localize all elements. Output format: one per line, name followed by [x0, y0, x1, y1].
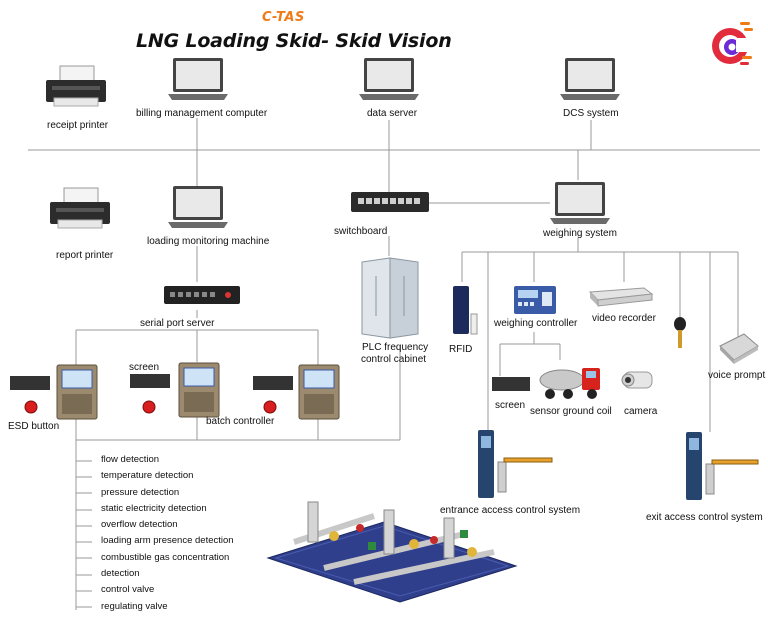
voice-prompt-label: voice prompt — [708, 370, 766, 381]
plc-cabinet-icon — [361, 257, 419, 339]
weighing-system-label: weighing system — [543, 228, 617, 239]
billing-computer-label: billing management computer — [136, 108, 268, 119]
rfid-label: RFID — [449, 344, 473, 355]
tanker-truck-icon — [539, 368, 600, 399]
receipt-printer-label: receipt printer — [47, 120, 109, 131]
esd-button-icon-1 — [24, 400, 38, 414]
switchboard-icon — [351, 192, 429, 212]
screen-top-label: screen — [129, 362, 160, 373]
esd-button-icon-2 — [142, 400, 156, 414]
screen-display-1 — [10, 376, 50, 390]
esd-button-icon-3 — [263, 400, 277, 414]
screen-display-2 — [130, 374, 170, 388]
camera-icon — [621, 371, 653, 389]
page-title: LNG Loading Skid- Skid Vision — [136, 30, 452, 52]
dcs-system-label: DCS system — [563, 108, 619, 119]
detection-item: flow detection — [101, 454, 160, 465]
video-recorder-icon — [588, 287, 654, 307]
entrance-access-label: entrance access control system — [440, 505, 581, 516]
batch-controller-icon-2 — [178, 362, 220, 418]
receipt-printer-icon — [46, 65, 106, 107]
detection-item: static electricity detection — [101, 502, 207, 514]
loading-skid-illustration — [266, 501, 518, 603]
detection-item: pressure detection — [101, 486, 180, 498]
esd-button-label: ESD button — [8, 421, 60, 432]
screen-bottom-label: screen — [495, 400, 526, 411]
batch-controller-icon-1 — [56, 364, 98, 420]
screen-display-3 — [253, 376, 293, 390]
exit-access-label: exit access control system — [646, 512, 763, 523]
screen-display-4 — [492, 377, 530, 391]
entrance-access-gate-icon — [478, 430, 553, 498]
data-server-label: data server — [367, 108, 418, 119]
detection-item: detection — [101, 568, 140, 580]
exit-access-gate-icon — [686, 432, 759, 500]
company-logo-icon — [712, 22, 754, 65]
data-server-icon — [359, 58, 419, 100]
voice-prompt-icon — [719, 333, 759, 364]
brand-logo-text: C-TAS — [262, 10, 305, 25]
loading-monitoring-label: loading monitoring machine — [147, 236, 270, 247]
serial-port-server-icon — [164, 286, 240, 304]
detection-item: control valve — [101, 584, 155, 596]
plc-cabinet-label-1: PLC frequency — [362, 342, 429, 353]
detection-item: regulating valve — [101, 600, 168, 612]
weighing-controller-icon — [514, 286, 556, 314]
loading-monitoring-icon — [168, 186, 228, 228]
probe-sensor-icon — [674, 317, 686, 348]
video-recorder-label: video recorder — [592, 313, 656, 324]
detection-item: combustible gas concentration — [101, 551, 230, 563]
detection-list: flow detection temperature detection pre… — [101, 452, 234, 615]
plc-cabinet-label-2: control cabinet — [361, 354, 427, 365]
weighing-system-icon — [550, 182, 610, 224]
dcs-system-icon — [560, 58, 620, 100]
sensor-ground-coil-label: sensor ground coil — [530, 406, 612, 417]
report-printer-label: report printer — [56, 250, 114, 261]
batch-controller-icon-3 — [298, 364, 340, 420]
detection-item: loading arm presence detection — [101, 535, 234, 547]
switchboard-label: switchboard — [334, 226, 388, 237]
detection-item: overflow detection — [101, 519, 178, 531]
batch-controller-label: batch controller — [206, 416, 275, 427]
report-printer-icon — [50, 187, 110, 229]
detection-item: temperature detection — [101, 470, 194, 482]
camera-label: camera — [624, 406, 658, 417]
weighing-controller-label: weighing controller — [494, 318, 578, 329]
serial-port-server-label: serial port server — [140, 318, 215, 329]
billing-computer-icon — [168, 58, 228, 100]
rfid-reader-icon — [453, 286, 478, 335]
